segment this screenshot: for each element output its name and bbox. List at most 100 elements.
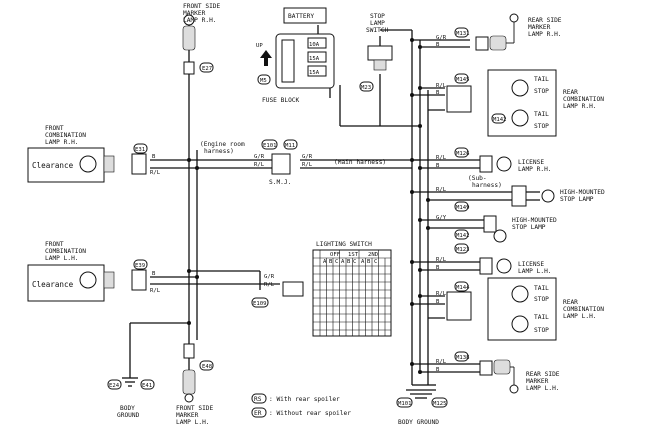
rear-side-rh-line1: REAR SIDE	[528, 17, 562, 24]
body-ground-left: E24 E41 BODY GROUND	[107, 377, 155, 419]
rw-label-9: R/L	[436, 257, 447, 263]
sub-harness-line2: harness)	[472, 182, 502, 189]
harness-labels: (Engine room harness) E101 M11 G/R R/L G…	[200, 139, 386, 186]
front-comb-rh-wire-b: B	[152, 154, 156, 160]
front-comb-rh-line3: LAMP R.H.	[45, 139, 79, 146]
rear-side-rh-line2: MARKER	[528, 24, 551, 31]
ls-col-a3: A	[361, 259, 365, 265]
hm2-line1: HIGH-MOUNTED	[512, 217, 557, 224]
hm2-line2: STOP LAMP	[512, 224, 546, 231]
rear-comb-lh-tail2: TAIL	[534, 314, 549, 321]
fuse-2: 15A	[309, 56, 320, 62]
front-side-rh-line2: MARKER	[183, 10, 206, 17]
main-wire-gr: G/R	[302, 154, 313, 160]
ls-col-c3: C	[374, 259, 377, 265]
smj-conn-m: M11	[285, 143, 295, 149]
front-comb-lh-conn: E39	[135, 263, 145, 269]
rear-comb-rh-tail2: TAIL	[534, 111, 549, 118]
front-comb-lh-line3: LAMP L.H.	[45, 255, 79, 262]
front-side-lh-conn: E48	[202, 364, 213, 370]
rear-comb-rh-line3: LAMP R.H.	[563, 103, 597, 110]
rear-comb-rh-stop2: STOP	[534, 123, 549, 130]
rw-label-10: B	[436, 265, 440, 271]
up-arrow-icon	[260, 50, 272, 66]
rear-comb-lh-line2: COMBINATION	[563, 306, 604, 313]
front-comb-lh-wire-b: B	[152, 271, 156, 277]
ground-right-label: BODY GROUND	[398, 419, 439, 426]
front-side-marker-rh: FRONT SIDE MARKER LAMP R.H. E27	[182, 3, 221, 75]
smj-conn-e: E101	[263, 143, 276, 149]
rw-label-3: R/L	[436, 83, 447, 89]
rear-side-marker-lh: M138 REAR SIDE MARKER LAMP L.H.	[454, 351, 560, 394]
fuse-1: 10A	[309, 42, 320, 48]
rear-comb-lh-line1: REAR	[563, 299, 578, 306]
rw-label-4: B	[436, 90, 440, 96]
engine-harness-line1: (Engine room	[200, 141, 245, 148]
main-wire-rl: R/L	[302, 162, 313, 168]
ground-left-conn2: E41	[142, 383, 152, 389]
front-comb-lh-line2: COMBINATION	[45, 248, 86, 255]
hm2-conn: M142	[456, 233, 469, 239]
main-harness-label: (Main harness)	[334, 159, 386, 166]
rw-label-11: R/L	[436, 291, 447, 297]
ls-wire-gr: G/R	[264, 274, 275, 280]
front-side-lh-line3: LAMP L.H.	[176, 419, 210, 426]
rw-label-1: G/R	[436, 35, 447, 41]
rear-side-lh-line3: LAMP L.H.	[526, 385, 560, 392]
front-comb-lh-line1: FRONT	[45, 241, 64, 248]
smj-label: S.M.J.	[269, 179, 291, 186]
rw-label-2: B	[436, 42, 440, 48]
front-side-rh-line1: FRONT SIDE	[183, 3, 221, 10]
sub-harness-line1: (Sub-	[468, 175, 487, 182]
rear-comb-lh-line3: LAMP L.H.	[563, 313, 597, 320]
rear-comb-rh-tail1: TAIL	[534, 76, 549, 83]
fuse-block-conn: M5	[260, 78, 267, 84]
rear-side-marker-rh: M131 REAR SIDE MARKER LAMP R.H.	[454, 13, 562, 51]
smj-wire-gr: G/R	[254, 154, 265, 160]
hm1-line2: STOP LAMP	[560, 196, 594, 203]
rw-label-6: B	[436, 163, 440, 169]
hm-conn-extra: M123	[456, 247, 469, 253]
license-lh-line1: LICENSE	[518, 261, 544, 268]
ls-col-b3: B	[367, 259, 371, 265]
legend-rs-text: : With rear spoiler	[269, 396, 340, 403]
rear-comb-rh-conn: M145	[456, 77, 469, 83]
ls-wire-rl: R/L	[264, 282, 275, 288]
hm1-line1: HIGH-MOUNTED	[560, 189, 605, 196]
rear-comb-lh-tail1: TAIL	[534, 285, 549, 292]
rear-wire-labels: G/R B R/L B R/L B R/L G/Y R/L B R/L B R/…	[436, 35, 447, 373]
legend-rs-code: RS	[254, 396, 262, 403]
lighting-switch-conn: E109	[253, 301, 266, 307]
smj-wire-rl: R/L	[254, 162, 265, 168]
fuse-3: 15A	[309, 70, 320, 76]
front-side-rh-line3: LAMP R.H.	[183, 17, 217, 24]
front-combination-lamp-lh: FRONT COMBINATION LAMP L.H. Clearance E3…	[27, 241, 161, 302]
front-comb-lh-wire-rl: R/L	[150, 288, 161, 294]
stop-switch-conn: M23	[361, 85, 371, 91]
ls-col-c: C	[335, 259, 338, 265]
rw-label-8: G/Y	[436, 215, 447, 221]
battery-label: BATTERY	[288, 13, 314, 20]
legend-er-text: : Without rear spoiler	[269, 410, 351, 417]
hm1-conn: M149	[456, 205, 469, 211]
rw-label-13: R/L	[436, 359, 447, 365]
stop-switch-line1: STOP	[370, 13, 385, 20]
license-rh-line2: LAMP R.H.	[518, 166, 552, 173]
ground-left-line1: BODY	[120, 405, 135, 412]
license-lamp-rh: M126 LICENSE LAMP R.H.	[454, 147, 552, 173]
high-mounted-stop-lamp-2: M142 HIGH-MOUNTED STOP LAMP M123	[454, 215, 557, 254]
license-lamp-lh: LICENSE LAMP L.H.	[479, 257, 552, 275]
ls-col-b: B	[329, 259, 333, 265]
ground-left-conn1: E24	[109, 383, 120, 389]
ls-col-b2: B	[347, 259, 351, 265]
front-combination-lamp-rh: FRONT COMBINATION LAMP R.H. Clearance E3…	[27, 125, 161, 183]
license-rh-line1: LICENSE	[518, 159, 544, 166]
rear-side-rh-line3: LAMP R.H.	[528, 31, 562, 38]
front-comb-rh-clearance: Clearance	[32, 161, 74, 170]
rear-combination-lamp-rh: M145 TAIL STOP TAIL STOP M142 REAR COMBI…	[446, 69, 604, 137]
high-mounted-stop-lamp-1: (Sub- harness) M149 HIGH-MOUNTED STOP LA…	[454, 175, 605, 212]
front-side-rh-conn: E27	[202, 66, 212, 72]
rear-comb-rh-line2: COMBINATION	[563, 96, 604, 103]
stop-switch-line2: LAMP	[370, 20, 385, 27]
